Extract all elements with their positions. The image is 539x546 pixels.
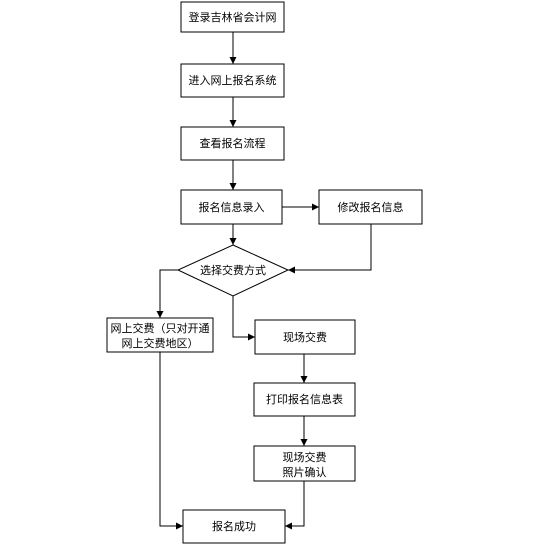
node-online-payment-line1: 网上交费（只对开通	[111, 321, 210, 335]
node-enter-system: 进入网上报名系统	[180, 63, 285, 98]
edge-photo-to-success	[285, 481, 305, 530]
node-login-label: 登录吉林省会计网	[189, 10, 277, 24]
node-view-process-label: 查看报名流程	[200, 136, 266, 150]
connectors	[156, 32, 372, 530]
node-modify-info: 修改报名信息	[318, 189, 423, 225]
decision-payment-method-label: 选择交费方式	[200, 263, 266, 277]
node-success-label: 报名成功	[212, 519, 256, 533]
node-input-info-label: 报名信息录入	[199, 200, 265, 214]
node-photo-confirm-line1: 现场交费	[283, 450, 327, 464]
node-print-form: 打印报名信息表	[253, 382, 356, 417]
node-success: 报名成功	[182, 509, 286, 544]
node-print-form-label: 打印报名信息表	[266, 392, 343, 406]
decision-payment-method: 选择交费方式	[176, 244, 290, 297]
node-photo-confirm: 现场交费 照片确认	[253, 445, 356, 482]
node-online-payment-line2: 网上交费地区）	[122, 336, 199, 350]
node-onsite-payment: 现场交费	[254, 319, 356, 355]
node-photo-confirm-line2: 照片确认	[283, 466, 327, 479]
node-online-payment: 网上交费（只对开通 网上交费地区）	[106, 317, 214, 353]
node-input-info: 报名信息录入	[180, 189, 283, 225]
edge-online-to-success	[159, 352, 183, 530]
node-login: 登录吉林省会计网	[180, 1, 285, 33]
edge-choose-to-onsite	[232, 296, 255, 341]
node-onsite-payment-label: 现场交费	[283, 330, 327, 344]
node-view-process: 查看报名流程	[180, 126, 285, 161]
node-enter-system-label: 进入网上报名系统	[189, 73, 277, 87]
node-modify-info-label: 修改报名信息	[338, 200, 404, 214]
edge-choose-to-online	[156, 269, 178, 318]
edge-modify-to-choose	[288, 224, 372, 274]
